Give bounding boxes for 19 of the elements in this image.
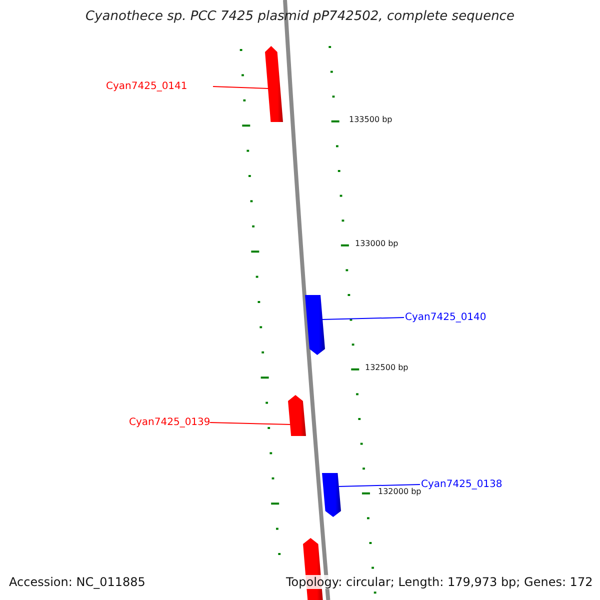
leader-line [210,422,291,425]
gene-arrow [288,395,306,436]
gene-arrow [305,295,325,355]
position-label: 133000 bp [355,239,398,248]
accession-text: Accession: NC_011885 [9,575,146,589]
position-label: 133500 bp [349,115,392,124]
leader-line [338,484,420,487]
position-label: 132500 bp [365,363,408,372]
leader-line [322,317,404,320]
gene-arrow [322,473,341,517]
gene-arrow [265,46,283,122]
position-label: 132000 bp [378,487,422,496]
topology-text: Topology: circular; Length: 179,973 bp; Genes: 172 [286,575,593,589]
gene-label: Cyan7425_0141 [106,79,188,94]
leader-line [212,86,269,89]
gene-label: Cyan7425_0140 [405,310,486,325]
gene-label: Cyan7425_0138 [421,477,502,492]
chart-title: Cyanothece sp. PCC 7425 plasmid pP742502, complete sequence [84,9,516,24]
gene-label: Cyan7425_0139 [129,415,210,430]
